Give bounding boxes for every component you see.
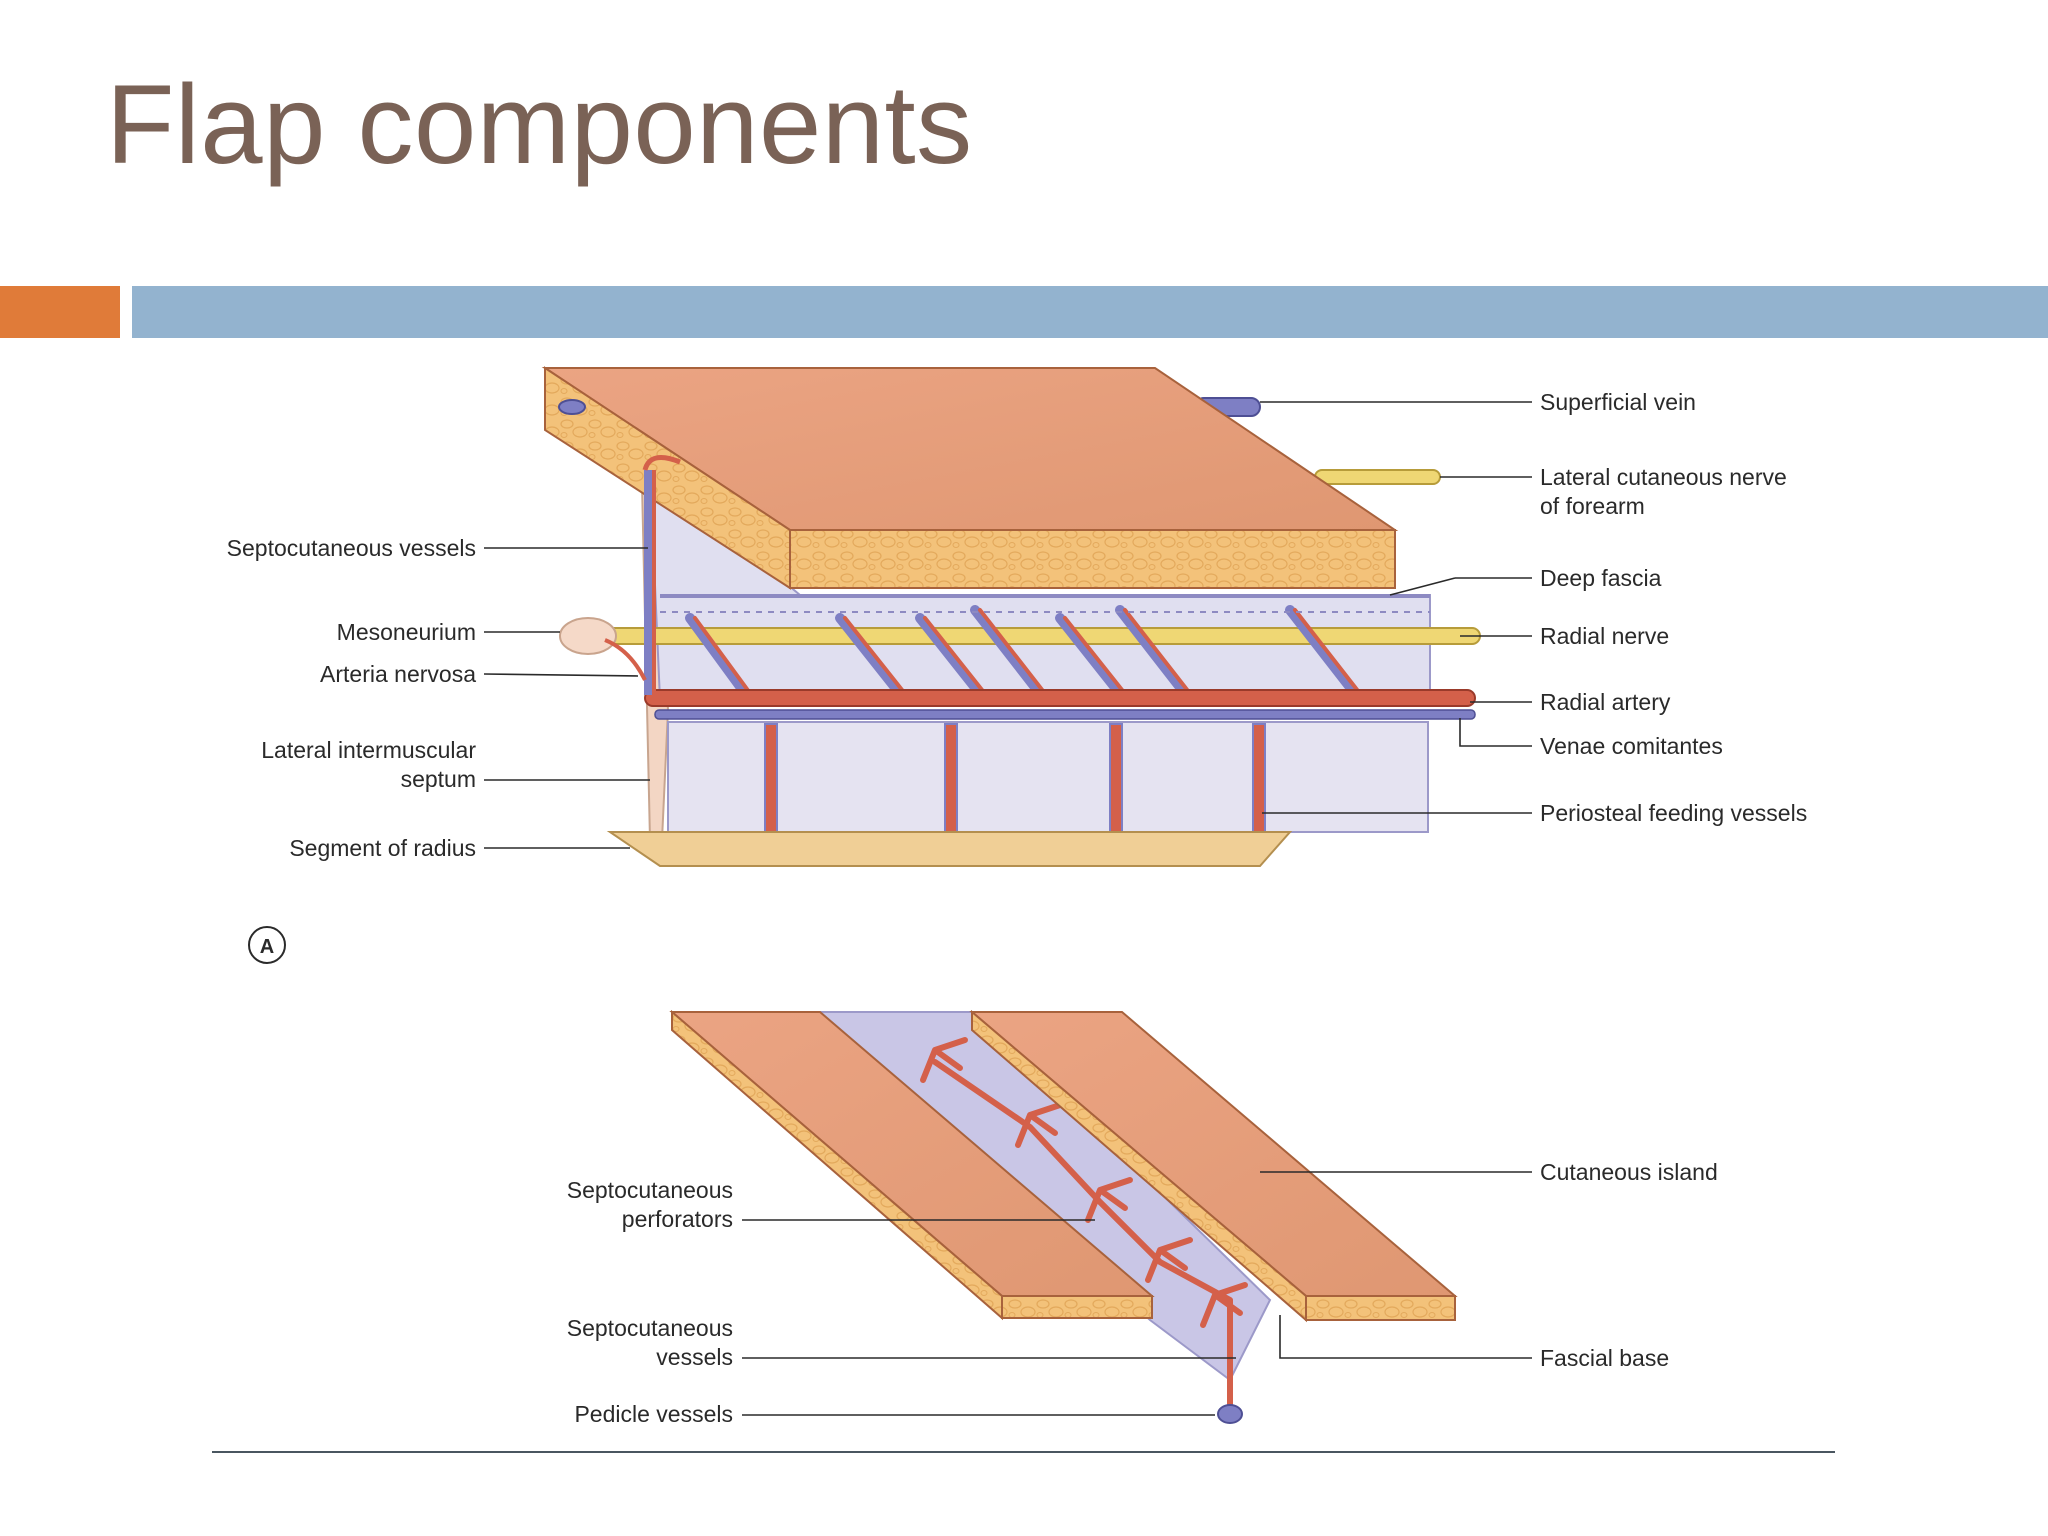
- cutaneous-island-right-side: [971, 1009, 1307, 1323]
- figure-a: A Septocutaneous vessels Mesoneurium Art…: [227, 366, 1807, 964]
- fascial-vessel-branches: [685, 605, 1367, 705]
- label-venae-comitantes: Venae comitantes: [1540, 733, 1723, 759]
- label-radial-nerve: Radial nerve: [1540, 623, 1669, 649]
- cutaneous-island-right-fat: [1305, 1295, 1456, 1321]
- superficial-vein-cross-section: [558, 399, 586, 415]
- label-deep-fascia: Deep fascia: [1540, 565, 1662, 591]
- subcutaneous-fat-side: [544, 366, 791, 590]
- label-septocutaneous-vessels: Septocutaneous vessels: [227, 535, 476, 561]
- segment-of-radius: [606, 831, 1293, 867]
- mesoneurium: [559, 617, 617, 655]
- lateral-cutaneous-nerve: [1314, 469, 1441, 485]
- label-septo-vessels-1: Septocutaneous: [567, 1315, 733, 1341]
- arteria-nervosa-vessel: [604, 638, 647, 681]
- septocutaneous-branch: [642, 455, 681, 471]
- label-radial-artery: Radial artery: [1540, 689, 1671, 715]
- periosteal-compartments: [667, 721, 1429, 833]
- label-periosteal-feeding-vessels: Periosteal feeding vessels: [1540, 800, 1807, 826]
- septocutaneous-perforators: [920, 1037, 1248, 1328]
- cutaneous-island-left-side: [671, 1009, 1003, 1321]
- radial-artery: [644, 689, 1476, 707]
- radial-nerve: [579, 627, 1481, 645]
- title-accent-bar-orange: [0, 286, 120, 338]
- cutaneous-island-left-fat: [1001, 1295, 1153, 1319]
- label-fascial-base: Fascial base: [1540, 1345, 1669, 1371]
- panel-label-a: A: [260, 936, 274, 958]
- title-accent-bar-blue: [132, 286, 2048, 338]
- label-mesoneurium: Mesoneurium: [337, 619, 476, 645]
- venae-comitantes: [654, 709, 1476, 720]
- label-lateral-cutaneous-2: of forearm: [1540, 493, 1645, 519]
- panel-label-circle: [248, 926, 286, 964]
- slide-title: Flap components: [106, 62, 973, 187]
- label-lateral-intermuscular-1: Lateral intermuscular: [261, 737, 476, 763]
- subcutaneous-fat-layer: [789, 529, 1396, 589]
- figure-b: Septocutaneous perforators Septocutaneou…: [567, 1009, 1718, 1427]
- label-lateral-intermuscular-2: septum: [401, 766, 476, 792]
- label-lateral-cutaneous-1: Lateral cutaneous nerve: [1540, 464, 1787, 490]
- label-pedicle-vessels: Pedicle vessels: [574, 1401, 733, 1427]
- label-segment-of-radius: Segment of radius: [289, 835, 476, 861]
- label-septo-vessels-2: vessels: [656, 1344, 733, 1370]
- label-septo-perforators-2: perforators: [622, 1206, 733, 1232]
- label-septo-perforators-1: Septocutaneous: [567, 1177, 733, 1203]
- pedicle-vessel-end: [1217, 1404, 1243, 1424]
- label-superficial-vein: Superficial vein: [1540, 389, 1696, 415]
- label-arteria-nervosa: Arteria nervosa: [320, 661, 476, 687]
- label-cutaneous-island: Cutaneous island: [1540, 1159, 1718, 1185]
